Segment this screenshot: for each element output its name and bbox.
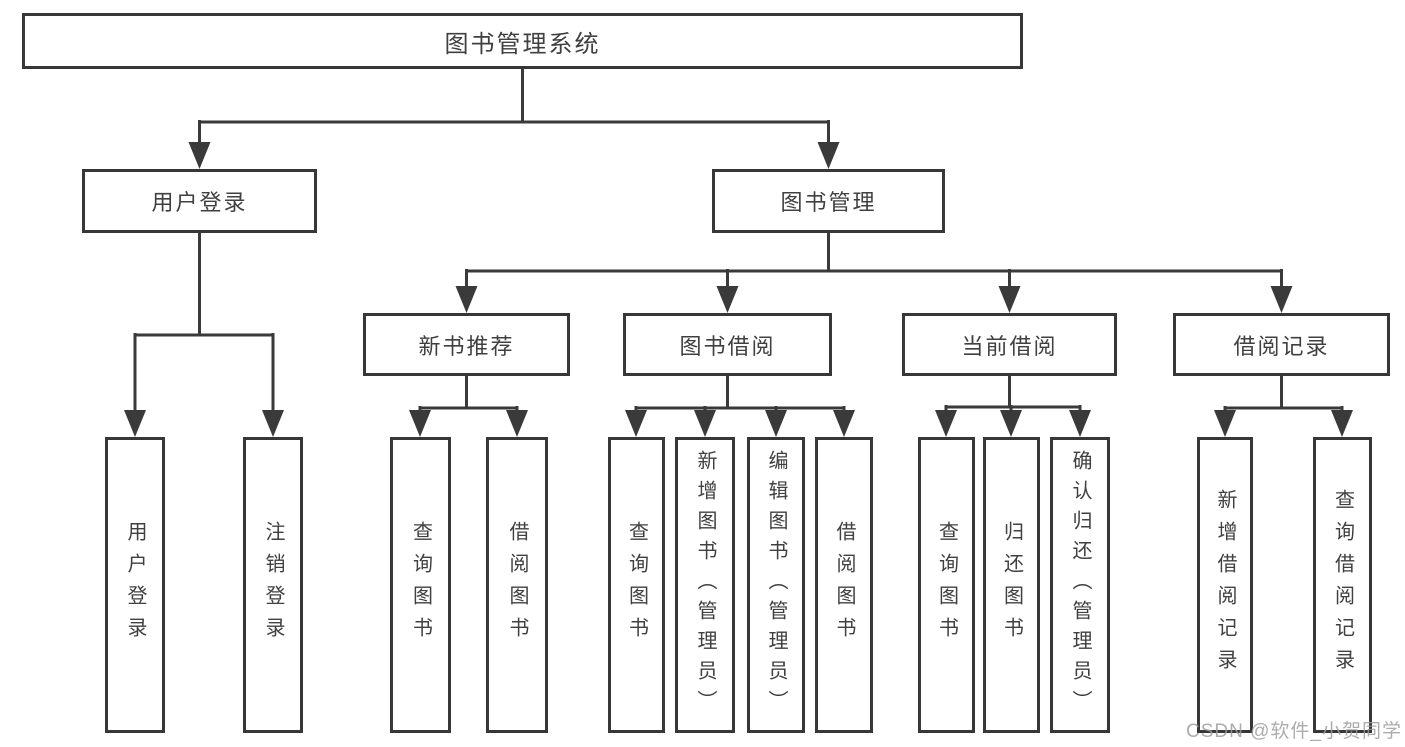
- leaf-borrowing-add-books-admin-label: 新增图书（管理员）: [694, 450, 716, 720]
- leaf-user-login-label: 用户登录: [124, 521, 146, 649]
- node-new-book-recommend: 新书推荐: [363, 313, 570, 376]
- node-system-root-label: 图书管理系统: [444, 30, 601, 58]
- node-book-borrowing: 图书借阅: [623, 313, 832, 376]
- leaf-borrowing-add-books-admin: 新增图书（管理员）: [675, 437, 735, 733]
- leaf-current-confirm-return-admin: 确认归还（管理员）: [1050, 437, 1110, 733]
- node-book-management-label: 图书管理: [780, 190, 877, 215]
- leaf-user-login: 用户登录: [105, 437, 165, 733]
- node-user-login: 用户登录: [82, 169, 317, 233]
- leaf-current-confirm-return-admin-label: 确认归还（管理员）: [1069, 450, 1091, 720]
- leaf-recommend-borrow-books-label: 借阅图书: [506, 521, 528, 649]
- leaf-logout: 注销登录: [243, 437, 303, 733]
- node-borrowing-records: 借阅记录: [1173, 313, 1390, 376]
- leaf-borrowing-query-books: 查询图书: [608, 437, 665, 733]
- leaf-records-query-record: 查询借阅记录: [1313, 437, 1372, 733]
- leaf-borrowing-borrow-books: 借阅图书: [815, 437, 873, 733]
- node-borrowing-records-label: 借阅记录: [1233, 333, 1330, 359]
- leaf-current-return-books: 归还图书: [983, 437, 1040, 733]
- leaf-borrowing-borrow-books-label: 借阅图书: [833, 521, 855, 649]
- leaf-borrowing-edit-books-admin-label: 编辑图书（管理员）: [765, 450, 787, 720]
- leaf-recommend-borrow-books: 借阅图书: [486, 437, 548, 733]
- leaf-logout-label: 注销登录: [262, 521, 284, 649]
- leaf-records-add-record: 新增借阅记录: [1197, 437, 1253, 733]
- leaf-current-query-books: 查询图书: [918, 437, 975, 733]
- leaf-records-query-record-label: 查询借阅记录: [1331, 489, 1354, 681]
- node-new-book-recommend-label: 新书推荐: [418, 333, 515, 359]
- node-book-borrowing-label: 图书借阅: [679, 333, 776, 359]
- arrowheads: [124, 142, 1353, 437]
- leaf-records-add-record-label: 新增借阅记录: [1214, 489, 1236, 681]
- leaf-current-query-books-label: 查询图书: [935, 521, 958, 649]
- leaf-current-return-books-label: 归还图书: [1000, 521, 1023, 649]
- leaf-borrowing-query-books-label: 查询图书: [625, 521, 648, 649]
- node-system-root: 图书管理系统: [22, 13, 1023, 69]
- node-user-login-label: 用户登录: [151, 190, 248, 215]
- leaf-borrowing-edit-books-admin: 编辑图书（管理员）: [747, 437, 805, 733]
- node-book-management: 图书管理: [712, 169, 945, 233]
- leaf-recommend-query-books-label: 查询图书: [409, 521, 432, 649]
- leaf-recommend-query-books: 查询图书: [390, 437, 451, 733]
- node-current-borrowing-label: 当前借阅: [961, 333, 1058, 359]
- node-current-borrowing: 当前借阅: [902, 313, 1117, 376]
- watermark: CSDN @软件_小贺同学: [1186, 721, 1402, 742]
